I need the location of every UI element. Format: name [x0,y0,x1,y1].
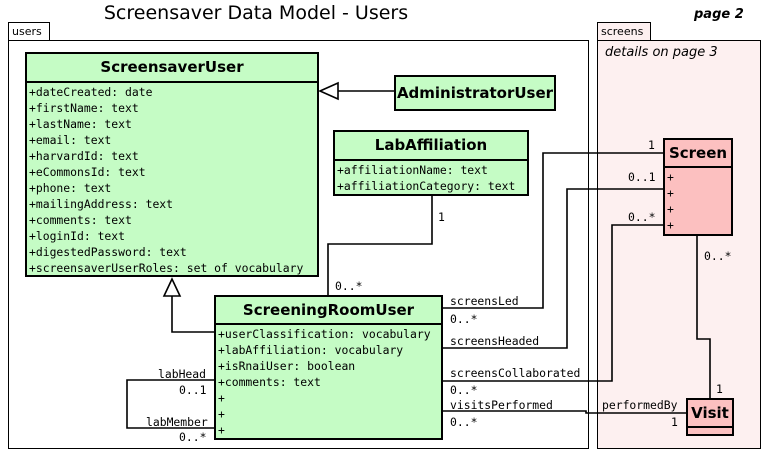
attribute-list: +dateCreated: date +firstName: text +las… [27,83,317,277]
attribute: +eCommonsId: text [29,165,146,179]
attribute: +harvardId: text [29,149,139,163]
screens-package-note: details on page 3 [605,45,718,60]
lab-member-multiplicity: 0..* [179,430,207,444]
attribute: + [218,391,225,405]
screens-led-line [443,152,664,309]
users-package-tab: users [8,22,50,40]
attribute: +comments: text [29,213,132,227]
lab-affiliation-line [327,196,433,296]
attribute: +isRnaiUser: boolean [218,359,356,373]
screen-collaborated-multiplicity: 0..* [628,210,656,224]
attribute-list: + + + + [665,168,731,234]
attribute: +labAffiliation: vocabulary [218,343,404,357]
screen-visit-multiplicity: 0..* [704,249,732,263]
lab-self-line [126,379,214,429]
attribute: +userClassification: vocabulary [218,327,431,341]
screen-led-multiplicity: 1 [648,138,655,152]
screens-collaborated-line [443,224,664,382]
generalization-sru-line [171,296,214,333]
page-title: Screensaver Data Model - Users [103,2,409,24]
class-screening-room-user: ScreeningRoomUser +userClassification: v… [214,295,443,440]
attribute: +loginId: text [29,229,126,243]
attribute: +mailingAddress: text [29,197,174,211]
visits-performed-label: visitsPerformed [450,398,553,412]
attribute: +digestedPassword: text [29,245,187,259]
attribute: + [667,170,674,184]
class-name: Visit [688,400,732,428]
lab-affiliation-multiplicity: 1 [438,210,445,224]
screens-led-multiplicity: 0..* [450,312,478,326]
class-name: AdministratorUser [396,84,554,102]
lab-head-multiplicity: 0..1 [179,383,207,397]
screens-package-tab: screens [597,22,651,40]
class-screen: Screen + + + + [663,138,733,236]
visits-performed-multiplicity: 0..* [450,415,478,429]
attribute: +comments: text [218,375,321,389]
class-name: ScreensaverUser [27,54,317,83]
screens-led-label: screensLed [450,294,519,308]
attribute-list: +userClassification: vocabulary +labAffi… [216,325,441,439]
page-number: page 2 [694,7,744,22]
screens-headed-label: screensHeaded [450,334,540,348]
screens-collaborated-multiplicity: 0..* [450,383,478,397]
screen-visit-line [696,236,711,398]
attribute: +email: text [29,133,112,147]
screens-package [597,40,761,449]
screens-collaborated-label: screensCollaborated [450,366,581,380]
attribute: + [667,218,674,232]
screens-headed-line [443,188,664,349]
attribute: +affiliationName: text [337,163,488,177]
visits-performed-line [443,410,687,414]
sru-affiliation-multiplicity: 0..* [335,279,363,293]
attribute: + [667,186,674,200]
visit-screen-multiplicity: 1 [716,382,723,396]
attribute: + [667,202,674,216]
attribute: +phone: text [29,181,112,195]
performed-by-label: performedBy [602,398,678,412]
attribute-list: +affiliationName: text +affiliationCateg… [335,161,527,195]
class-name: LabAffiliation [335,132,527,161]
lab-head-label: labHead [158,367,207,381]
performed-by-multiplicity: 1 [671,415,678,429]
generalization-arrowhead-admin [318,81,339,101]
lab-member-label: labMember [146,415,208,429]
attribute: +lastName: text [29,117,132,131]
class-screensaver-user: ScreensaverUser +dateCreated: date +firs… [25,52,319,277]
attribute: +affiliationCategory: text [337,179,516,193]
attribute: +dateCreated: date [29,85,153,99]
class-lab-affiliation: LabAffiliation +affiliationName: text +a… [333,130,529,196]
attribute: +firstName: text [29,101,139,115]
attribute: + [218,423,225,437]
generalization-arrowhead-sru [162,277,182,297]
class-visit: Visit [686,398,734,436]
screen-headed-multiplicity: 0..1 [628,170,656,184]
class-administrator-user: AdministratorUser [394,75,556,111]
class-name: Screen [665,140,731,168]
class-name: ScreeningRoomUser [216,297,441,325]
attribute: +screensaverUserRoles: set of vocabulary [29,261,304,275]
attribute: + [218,407,225,421]
